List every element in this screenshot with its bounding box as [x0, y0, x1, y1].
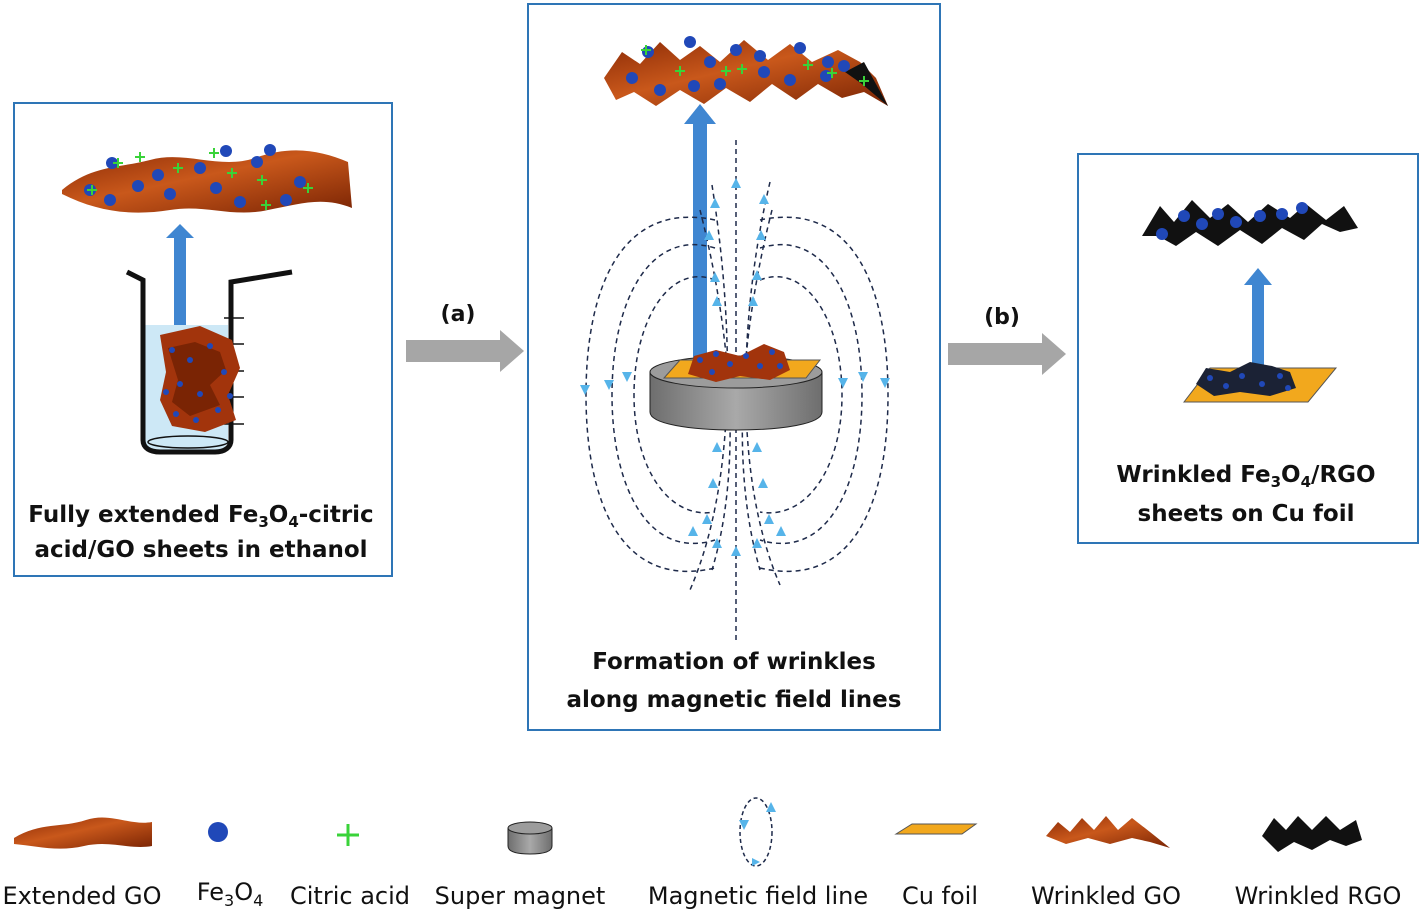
left-citric-acid-marks	[87, 148, 313, 210]
middle-up-arrow	[684, 104, 716, 365]
legend-fe3o4-label: Fe3O4	[197, 878, 264, 910]
legend-extended-go-label: Extended GO	[2, 882, 161, 910]
right-up-arrow	[1244, 268, 1272, 368]
left-caption-line1: Fully extended Fe3O4-citric	[28, 502, 373, 531]
legend-wrinkled-go-label: Wrinkled GO	[1031, 882, 1181, 910]
legend-cu-foil-label: Cu foil	[902, 882, 978, 910]
step-b-arrow	[948, 333, 1066, 375]
right-rgo-on-foil	[1196, 362, 1296, 396]
middle-go-on-magnet	[688, 344, 790, 382]
middle-wrinkled-go-sheet	[604, 40, 888, 106]
left-caption-line2: acid/GO sheets in ethanol	[34, 537, 367, 563]
middle-caption-line1: Formation of wrinkles	[592, 649, 876, 675]
middle-fe3o4-particles	[626, 36, 850, 96]
field-direction-arrows	[580, 178, 890, 556]
panel-right-border	[1077, 153, 1419, 544]
right-fe3o4-particles	[1156, 202, 1308, 240]
legend-cu-foil-icon	[894, 823, 978, 835]
right-caption-line1: Wrinkled Fe3O4/RGO	[1116, 462, 1375, 491]
legend-wrinkled-rgo-label: Wrinkled RGO	[1235, 882, 1402, 910]
legend-field-line-icon	[739, 797, 776, 867]
panel-left-border	[13, 102, 393, 577]
panel-middle-border	[527, 3, 941, 731]
legend-citric-acid-label: Citric acid	[290, 882, 410, 910]
step-b-label: (b)	[984, 305, 1020, 330]
middle-citric-acid-marks	[641, 45, 869, 86]
legend-wrinkled-rgo-icon	[1262, 816, 1362, 852]
legend-field-line-label: Magnetic field line	[648, 882, 868, 910]
legend-extended-go-icon	[14, 817, 152, 849]
legend-fe3o4-icon	[208, 822, 228, 842]
step-a-label: (a)	[441, 302, 476, 327]
middle-caption-line2: along magnetic field lines	[567, 687, 902, 713]
right-caption-line2: sheets on Cu foil	[1138, 501, 1355, 527]
right-wrinkled-rgo-sheet	[1142, 200, 1358, 246]
legend-super-magnet-icon	[507, 821, 553, 855]
legend-super-magnet-label: Super magnet	[435, 882, 606, 910]
step-a-arrow	[406, 330, 524, 372]
legend-citric-acid-icon	[337, 824, 359, 846]
beaker-go-cluster	[160, 326, 240, 432]
legend-wrinkled-go-icon	[1046, 816, 1170, 848]
left-extended-go-sheet	[62, 150, 352, 213]
